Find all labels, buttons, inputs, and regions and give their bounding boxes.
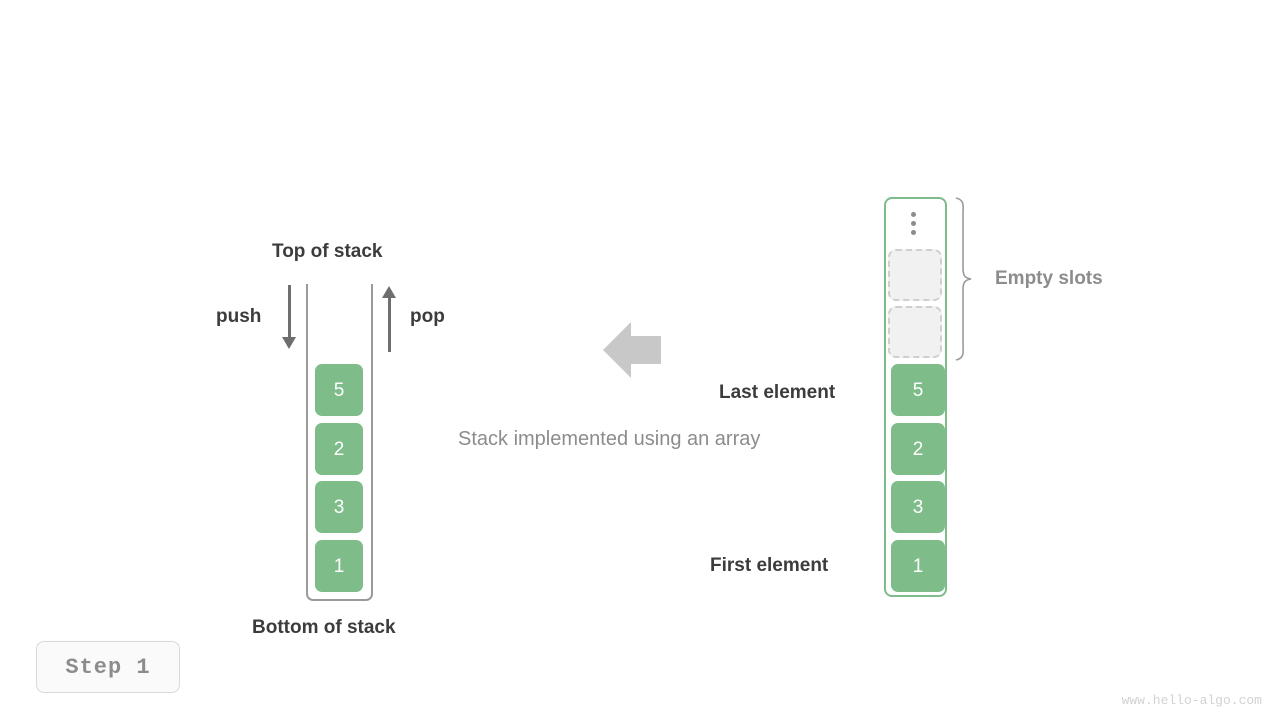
- watermark: www.hello-algo.com: [1121, 693, 1262, 708]
- diagram-caption: Stack implemented using an array: [458, 428, 761, 450]
- pop-arrow-shaft: [388, 298, 391, 352]
- bottom-of-stack-label: Bottom of stack: [252, 617, 396, 638]
- array-cell: 2: [891, 423, 945, 475]
- pop-label: pop: [410, 306, 445, 327]
- empty-slot: [888, 249, 942, 301]
- last-element-label: Last element: [719, 382, 836, 403]
- curly-brace-icon: [955, 197, 972, 361]
- vertical-ellipsis-icon: [911, 230, 916, 235]
- array-cell: 5: [891, 364, 945, 416]
- vertical-ellipsis-icon: [911, 212, 916, 217]
- first-element-label: First element: [710, 555, 829, 576]
- push-arrow-shaft: [288, 285, 291, 339]
- empty-slot: [888, 306, 942, 358]
- push-label: push: [216, 306, 262, 327]
- array-cell: 3: [891, 481, 945, 533]
- left-pointing-arrow-icon: [603, 322, 661, 378]
- step-badge-label: Step 1: [65, 654, 151, 680]
- push-arrow-head: [282, 337, 296, 349]
- pop-arrow-head: [382, 286, 396, 298]
- stack-cell: 3: [315, 481, 363, 533]
- stack-cell: 5: [315, 364, 363, 416]
- step-badge: Step 1: [36, 641, 180, 693]
- vertical-ellipsis-icon: [911, 221, 916, 226]
- stack-cell: 1: [315, 540, 363, 592]
- stack-container: [306, 284, 373, 601]
- stack-cell: 2: [315, 423, 363, 475]
- array-cell: 1: [891, 540, 945, 592]
- empty-slots-label: Empty slots: [995, 268, 1103, 289]
- top-of-stack-label: Top of stack: [272, 241, 383, 262]
- array-container: [884, 197, 947, 597]
